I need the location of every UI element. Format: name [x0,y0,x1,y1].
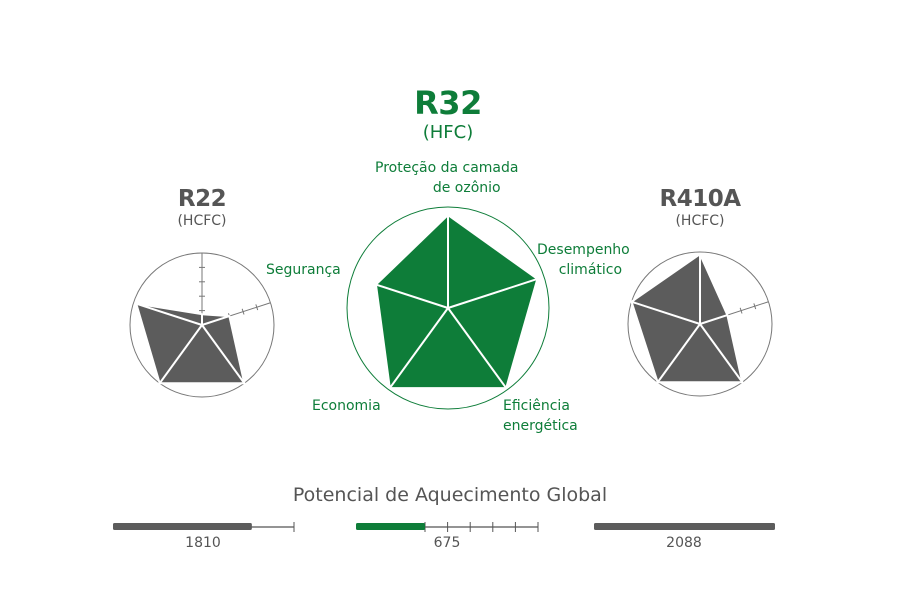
label-line: Eficiência [503,398,570,414]
r22-type: (HCFC) [177,213,227,229]
radar-circle [627,251,773,397]
axis-tick [255,304,259,311]
gwp-bar-r32 [356,523,425,530]
axis-label-climate: Desempenho climático [537,240,630,280]
label-line: de ozônio [432,180,501,196]
r22-title: R22 [177,186,227,212]
gwp-r32-value: 675 [433,535,461,551]
radar-spoke [135,302,203,326]
axis-label-efficiency: Eficiência energética [503,396,578,436]
gwp-r410a-value: 2088 [666,535,702,551]
radar-spoke [201,315,230,326]
label-line: climático [558,262,623,278]
radar-spoke [158,324,203,384]
radar-spoke [375,283,449,309]
gwp-bar-r410a [594,523,775,530]
radar-spoke [447,278,538,309]
radar-spoke [699,314,728,325]
axis-label-economy: Economia [312,398,381,414]
gwp-bar-r22 [113,523,252,530]
radar-spoke [699,323,744,383]
r22-radar-shape [135,302,246,385]
r410a-radar-shape [630,253,744,384]
axis-label-ozone: Proteção da camada de ozônio [375,158,518,198]
r32-type: (HFC) [422,122,474,143]
r410a-type: (HCFC) [675,213,725,229]
radar-spoke [656,323,701,383]
label-line: Desempenho [537,242,630,258]
gwp-title: Potencial de Aquecimento Global [292,484,608,506]
label-line: energética [503,418,578,434]
radar-circle [346,206,550,410]
radar-spoke [631,300,701,325]
r32-title: R32 [414,84,482,122]
radar-spoke [389,307,449,389]
axis-tick [241,308,245,315]
radar-spoke [447,307,507,389]
label-line: Proteção da camada [375,160,519,176]
r32-radar-shape [374,214,539,390]
gwp-r22-value: 1810 [185,535,221,551]
r410a-title: R410A [659,186,741,212]
axis-label-safety: Segurança [266,262,341,278]
axis-tick [739,307,743,314]
radar-spoke [201,324,246,384]
axis-tick [753,303,757,310]
